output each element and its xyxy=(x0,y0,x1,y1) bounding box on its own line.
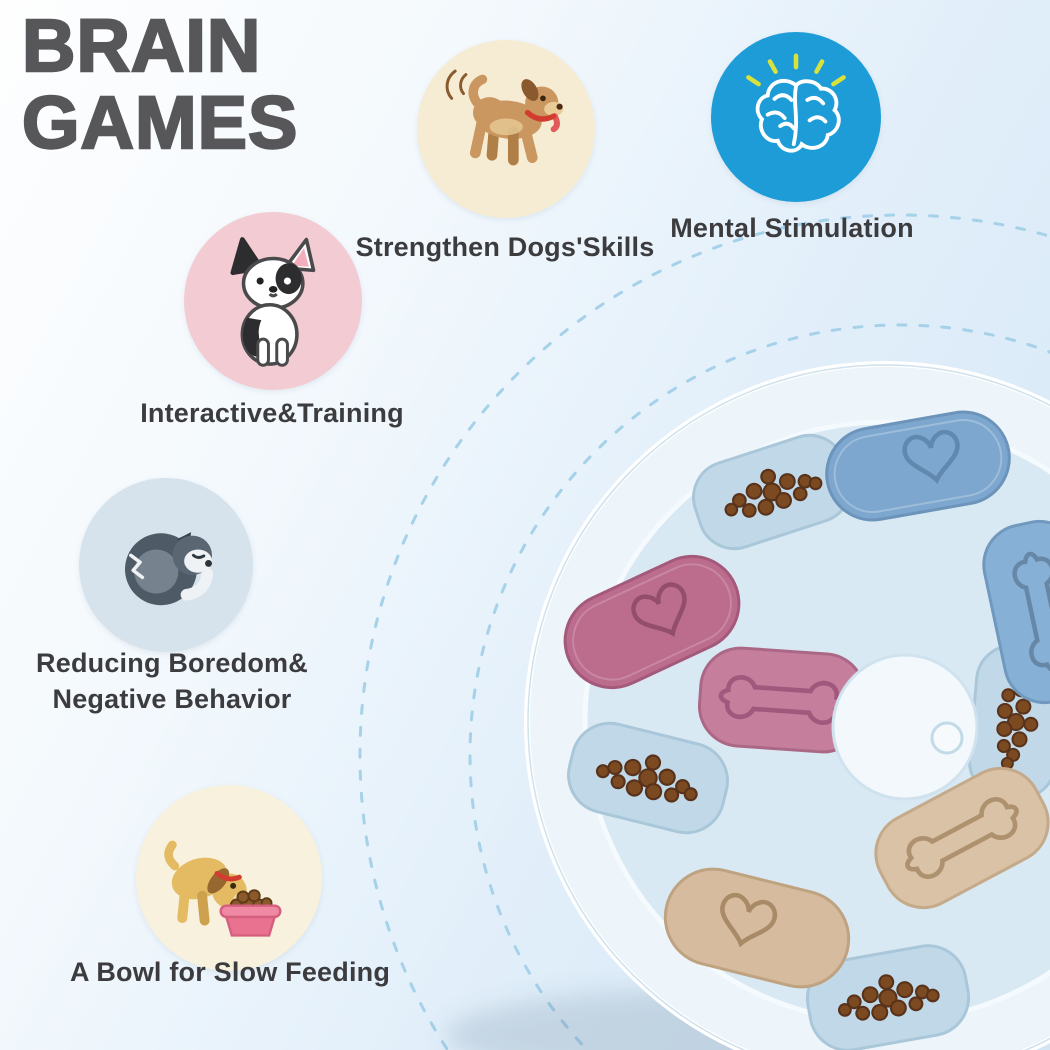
blue-oval-cover-heart xyxy=(825,410,1011,522)
product-photo-puzzle-feeder xyxy=(445,361,1050,1050)
feature-label-reducing-boredom: Reducing Boredom& Negative Behavior xyxy=(36,648,308,715)
center-hub xyxy=(831,653,979,801)
playful-dog-icon xyxy=(445,69,563,166)
title-line-1: BRAIN xyxy=(21,4,262,87)
brain-icon xyxy=(746,53,846,153)
feature-badge-strengthen-skills xyxy=(417,40,595,218)
page-title: BRAIN GAMES xyxy=(21,4,299,164)
blue-arc-cover-bone xyxy=(982,519,1050,705)
feature-badge-interactive-training xyxy=(184,212,362,390)
hub-knob xyxy=(930,721,964,755)
tan-oval-cover-heart xyxy=(663,867,851,989)
feature-label-interactive-training: Interactive&Training xyxy=(140,398,404,428)
feature-label-mental-stimulation: Mental Stimulation xyxy=(670,213,914,243)
pink-oval-cover-heart xyxy=(563,554,741,690)
tray-edge xyxy=(527,364,1050,1050)
dog-eating-bowl-icon xyxy=(163,840,282,937)
feature-badge-mental-stimulation xyxy=(711,32,881,202)
feature-badge-slow-feeding xyxy=(136,785,322,971)
sleeping-dog-icon xyxy=(125,532,214,606)
kibble-compartment-left xyxy=(567,721,729,835)
feature-label-slow-feeding: A Bowl for Slow Feeding xyxy=(69,957,391,987)
dashed-arc-decoration xyxy=(358,213,1050,1050)
kibble-compartment-bottom xyxy=(805,944,971,1050)
feature-badge-reducing-boredom xyxy=(79,478,253,652)
french-bulldog-icon xyxy=(230,236,316,367)
tan-arc-cover-bone xyxy=(874,766,1050,910)
title-line-2: GAMES xyxy=(21,80,299,164)
feature-label-strengthen-skills: Strengthen Dogs'Skills xyxy=(355,232,655,262)
